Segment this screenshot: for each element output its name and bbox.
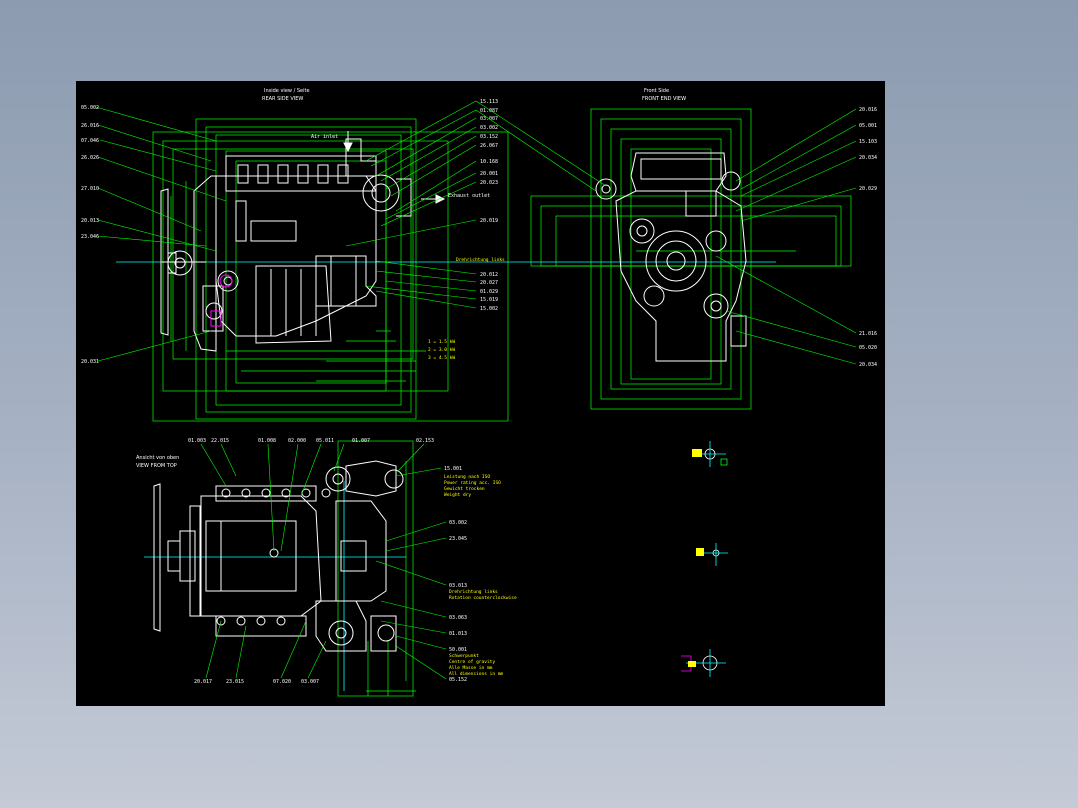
callout-label: 07.046 bbox=[81, 138, 99, 144]
legend-note: 1 = 1.5 kW bbox=[428, 339, 455, 345]
callout-label: 20.019 bbox=[480, 218, 498, 224]
callout-label: 01.087 bbox=[480, 108, 498, 114]
callout-label: 01.007 bbox=[352, 438, 370, 444]
callout-label: 26.067 bbox=[480, 143, 498, 149]
exhaust-outlet-label: Exhaust outlet bbox=[448, 193, 490, 199]
callout-label: 03.152 bbox=[480, 134, 498, 140]
detail-c bbox=[681, 649, 726, 677]
callout-label: 23.046 bbox=[81, 234, 99, 240]
callout-label: 01.013 bbox=[449, 631, 467, 637]
coolant-note: Drehrichtung links bbox=[456, 257, 505, 263]
side-view-subtitle: REAR SIDE VIEW bbox=[262, 96, 303, 102]
callout-label: 20.034 bbox=[859, 155, 877, 161]
detail-b-marks bbox=[696, 548, 704, 556]
callout-label: 20.017 bbox=[194, 679, 212, 685]
spec-note: Gewicht trocken bbox=[444, 486, 485, 492]
detail-b bbox=[704, 543, 728, 566]
callout-label: 27.010 bbox=[81, 186, 99, 192]
callout-label: 20.029 bbox=[859, 186, 877, 192]
callout-label: 07.020 bbox=[273, 679, 291, 685]
bottom-note: Alle Masse in mm bbox=[449, 665, 493, 671]
top-leader-lines bbox=[200, 443, 447, 680]
callout-label: 26.026 bbox=[81, 155, 99, 161]
bottom-note: Centre of gravity bbox=[449, 659, 495, 665]
callout-label: 20.034 bbox=[859, 362, 877, 368]
top-view-title: Ansicht von oben bbox=[136, 455, 179, 461]
callout-label: 02.000 bbox=[288, 438, 306, 444]
callout-label: 15.103 bbox=[859, 139, 877, 145]
callout-label: 10.168 bbox=[480, 159, 498, 165]
side-view-title: Inside view / Seite bbox=[264, 88, 310, 94]
front-view-subtitle: FRONT END VIEW bbox=[642, 96, 686, 102]
side-dimension-lines bbox=[152, 118, 509, 422]
callout-label: 03.002 bbox=[449, 520, 467, 526]
front-leader-lines bbox=[475, 100, 857, 365]
detail-a-marks bbox=[692, 449, 702, 457]
engine-assembly-drawing: Inside view / Seite REAR SIDE VIEW bbox=[81, 88, 877, 697]
callout-label: 15.113 bbox=[480, 99, 498, 105]
legend-note: 2 = 3.0 kW bbox=[428, 347, 455, 353]
callout-label: 03.007 bbox=[301, 679, 319, 685]
side-view: Inside view / Seite REAR SIDE VIEW bbox=[81, 88, 509, 422]
side-leader-lines bbox=[95, 100, 477, 362]
air-inlet-arrow bbox=[343, 131, 353, 153]
callout-label: 05.001 bbox=[859, 123, 877, 129]
callout-label: 20.013 bbox=[81, 218, 99, 224]
exhaust-arrow bbox=[421, 194, 446, 204]
callout-label: 20.031 bbox=[81, 359, 99, 365]
callout-label: 03.063 bbox=[449, 615, 467, 621]
callout-label: 02.153 bbox=[416, 438, 434, 444]
callout-label: 20.016 bbox=[859, 107, 877, 113]
rotation-note: Rotation counterclockwise bbox=[449, 595, 517, 601]
rotation-note: Drehrichtung links bbox=[449, 589, 498, 595]
magenta-details bbox=[210, 274, 233, 327]
air-inlet-label: Air inlet bbox=[311, 134, 338, 140]
callout-label: 01.008 bbox=[258, 438, 276, 444]
callout-label: 20.012 bbox=[480, 272, 498, 278]
callout-label: 05.011 bbox=[316, 438, 334, 444]
callout-label: 21.016 bbox=[859, 331, 877, 337]
callout-label: 15.019 bbox=[480, 297, 498, 303]
spec-note: Weight dry bbox=[444, 492, 471, 498]
callout-label: 05.002 bbox=[81, 105, 99, 111]
callout-label: 03.013 bbox=[449, 583, 467, 589]
callout-label: 22.015 bbox=[211, 438, 229, 444]
callout-label: 20.027 bbox=[480, 280, 498, 286]
callout-label: 15.001 bbox=[444, 466, 462, 472]
detail-c-marks bbox=[688, 661, 696, 667]
front-view: Front Side FRONT END VIEW bbox=[475, 88, 877, 410]
callout-label: 20.001 bbox=[480, 171, 498, 177]
detail-symbols bbox=[681, 441, 728, 677]
callout-label: 01.003 bbox=[188, 438, 206, 444]
legend-note: 3 = 4.5 kW bbox=[428, 355, 455, 361]
callout-label: 05.152 bbox=[449, 677, 467, 683]
engine-side-outline bbox=[160, 138, 412, 352]
engine-top-outline bbox=[153, 460, 404, 652]
callout-label: 20.023 bbox=[480, 180, 498, 186]
front-dimension-lines bbox=[530, 108, 852, 410]
top-view-subtitle: VIEW FROM TOP bbox=[136, 463, 177, 469]
bottom-note: Schwerpunkt bbox=[449, 653, 479, 659]
callout-label: 05.020 bbox=[859, 345, 877, 351]
callout-label: 03.002 bbox=[480, 125, 498, 131]
callout-label: 01.029 bbox=[480, 289, 498, 295]
drawing-sheet: Inside view / Seite REAR SIDE VIEW bbox=[76, 81, 885, 706]
front-view-title: Front Side bbox=[644, 88, 669, 94]
spec-note: Power rating acc. ISO bbox=[444, 480, 501, 486]
callout-label: 23.015 bbox=[226, 679, 244, 685]
callout-label: 50.001 bbox=[449, 647, 467, 653]
callout-label: 15.002 bbox=[480, 306, 498, 312]
spec-note: Leistung nach ISO bbox=[444, 474, 490, 480]
top-view: Ansicht von oben VIEW FROM TOP bbox=[136, 438, 517, 697]
callout-label: 23.045 bbox=[449, 536, 467, 542]
engine-front-outline bbox=[595, 152, 747, 362]
callout-label: 26.016 bbox=[81, 123, 99, 129]
bottom-note: All dimensions in mm bbox=[449, 671, 503, 677]
